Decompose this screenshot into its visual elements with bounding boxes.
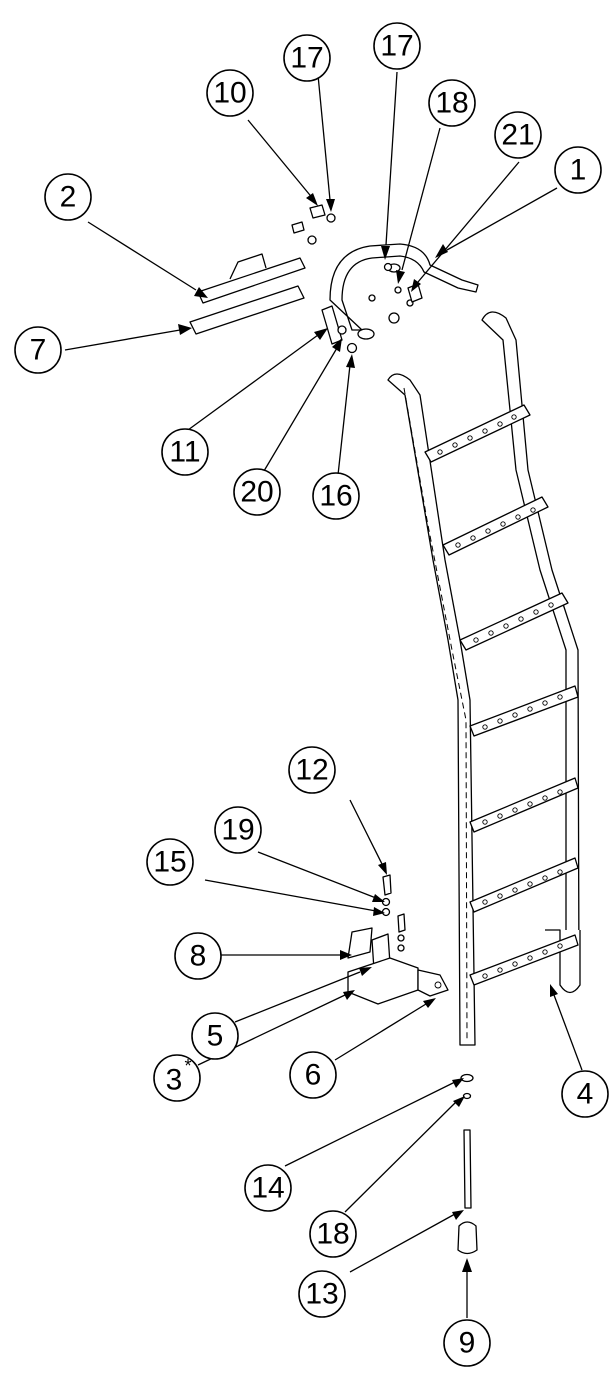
- bolt-part-11: [321, 305, 343, 345]
- callout-15: 15: [146, 838, 194, 886]
- nut-right: [397, 944, 405, 952]
- callout-14-label: 14: [251, 1172, 284, 1205]
- ladder-step-2: [442, 496, 549, 556]
- callout-4: 4: [561, 1070, 609, 1118]
- washer-part-18: [394, 286, 402, 294]
- screw-part-10: [309, 204, 326, 219]
- callout-11: 11: [161, 428, 209, 476]
- callout-9-label: 9: [459, 1327, 476, 1360]
- cap-part-9: [457, 1221, 478, 1255]
- callout-14: 14: [244, 1164, 292, 1212]
- ladder-step-6: [469, 857, 579, 913]
- callout-5: 5: [191, 1012, 239, 1060]
- callout-10-label: 10: [213, 77, 246, 110]
- screw-left-top: [291, 221, 305, 234]
- washer-part-17a: [326, 213, 336, 223]
- foot-assembly: [457, 1073, 478, 1255]
- callout-7: 7: [14, 326, 62, 374]
- callout-21-label: 21: [501, 119, 534, 152]
- callout-12-label: 12: [295, 754, 328, 787]
- callout-6-label: 6: [305, 1059, 322, 1092]
- callout-13-label: 13: [305, 1278, 338, 1311]
- washer-part-14: [460, 1073, 474, 1083]
- ladder-steps: [424, 404, 579, 986]
- washer-part-18b: [462, 1092, 472, 1100]
- washer-part-15: [381, 907, 391, 917]
- ladder-step-1: [424, 404, 531, 463]
- callout-15-label: 15: [153, 846, 186, 879]
- ladder-step-5: [469, 777, 579, 833]
- callout-9: 9: [443, 1319, 491, 1367]
- callout-18b-label: 18: [316, 1218, 349, 1251]
- ladder-step-7: [469, 934, 579, 986]
- washer-mid: [368, 294, 376, 302]
- bracket-part-8: [347, 927, 373, 959]
- callout-17b-label: 17: [380, 30, 413, 63]
- callout-10: 10: [206, 69, 254, 117]
- callout-19: 19: [214, 806, 262, 854]
- ladder-left-rail-centerline: [403, 387, 468, 1041]
- bracket-part-2: [197, 253, 306, 304]
- bottom-bracket-assembly: [347, 874, 449, 1005]
- callout-2: 2: [44, 173, 92, 221]
- pin-part-13: [463, 1129, 472, 1209]
- callout-20: 20: [233, 468, 281, 516]
- callout-2-label: 2: [60, 181, 77, 214]
- ladder-step-3: [459, 592, 569, 651]
- callout-1-label: 1: [570, 154, 587, 187]
- callout-13: 13: [298, 1270, 346, 1318]
- tab-part-6: [417, 969, 449, 997]
- handrail-end-1: [357, 328, 375, 340]
- callout-16: 16: [312, 472, 360, 520]
- callout-3: 3 *: [153, 1054, 201, 1102]
- plate-part-7: [189, 285, 305, 335]
- mount-part-3: [347, 957, 419, 1005]
- bolt-part-12: [382, 874, 392, 896]
- small-hardware-top: [291, 204, 423, 354]
- ladder-frame: [387, 311, 581, 1046]
- washer-part-20: [337, 325, 347, 335]
- washer-left-top: [307, 235, 317, 245]
- callout-1: 1: [554, 146, 602, 194]
- callout-20-label: 20: [240, 476, 273, 509]
- washer-part-17b: [383, 262, 393, 272]
- tab-hole: [434, 981, 442, 989]
- callout-18a: 18: [428, 79, 476, 127]
- callout-7-label: 7: [30, 334, 47, 367]
- callout-19-label: 19: [221, 814, 254, 847]
- callout-17b: 17: [373, 22, 421, 70]
- handrail-tube: [329, 243, 479, 331]
- callout-8: 8: [174, 932, 222, 980]
- ladder-left-rail: [387, 373, 476, 1046]
- top-brackets: [189, 253, 306, 335]
- ladder-step-4: [469, 685, 579, 737]
- callout-5-label: 5: [207, 1020, 224, 1053]
- nut-part-16: [346, 342, 358, 354]
- callout-17a: 17: [283, 34, 331, 82]
- callout-11-label: 11: [169, 436, 200, 469]
- bolt-right: [397, 913, 406, 933]
- top-handrail: [329, 243, 479, 340]
- callout-16-label: 16: [319, 480, 352, 513]
- callout-21: 21: [494, 111, 542, 159]
- callout-balloons: 17 17 10 18 21 1 2 7: [14, 22, 609, 1367]
- callout-3-superscript: *: [184, 1056, 191, 1076]
- callout-12: 12: [288, 746, 336, 794]
- callout-17a-label: 17: [290, 42, 323, 75]
- callout-3-label: 3: [166, 1064, 183, 1097]
- nut-part-21-b: [388, 312, 400, 324]
- callout-18b: 18: [309, 1210, 357, 1258]
- callout-18a-label: 18: [435, 87, 468, 120]
- ladder-step-holes: [437, 414, 563, 979]
- callout-8-label: 8: [190, 940, 207, 973]
- leader-lines: [64, 71, 583, 1318]
- washer-right: [397, 934, 405, 942]
- callout-6: 6: [289, 1051, 337, 1099]
- callout-4-label: 4: [577, 1078, 594, 1111]
